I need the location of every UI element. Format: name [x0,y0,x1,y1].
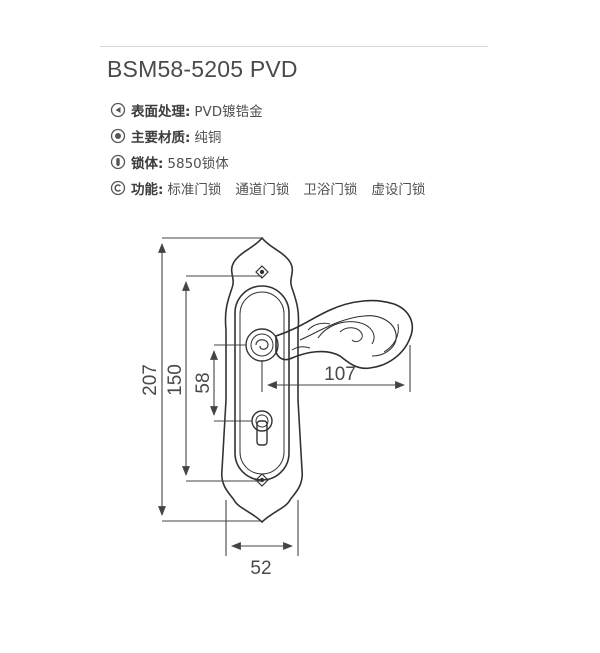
spec-lockbody-value: 5850锁体 [167,156,229,172]
product-title: BSM58-5205 PVD [107,56,298,82]
pill-circle-icon [110,154,126,170]
function-item: 通道门锁 [235,182,290,198]
dim-handle-to-cylinder [210,344,252,422]
spec-lockbody-label: 锁体: [131,156,164,172]
dim-plate-width-label: 52 [250,558,271,579]
handle-technical-drawing: 207 150 58 107 52 [140,236,414,579]
dim-overall-height-label: 207 [140,364,161,396]
spec-functions: 功能: 标准门锁 通道门锁 卫浴门锁 虚设门锁 [110,175,425,201]
decor-diamond-top [255,265,269,279]
dim-handle-to-cylinder-label: 58 [193,372,214,393]
target-circle-icon [110,128,126,144]
arrow-circle-icon [110,102,126,118]
dim-handle-length [261,345,411,392]
lever-handle [275,299,414,370]
function-item: 卫浴门锁 [303,182,358,198]
dim-plate-width [225,500,299,556]
spec-lockbody: 锁体: 5850锁体 [110,149,425,175]
function-item: 标准门锁 [167,182,222,198]
spec-list: 表面处理: PVD镀锆金 主要材质: 纯铜 锁体: 5850锁体 功能: 标准门… [110,97,425,201]
dim-overall-height [158,237,262,522]
spec-surface-value: PVD镀锆金 [194,104,263,120]
spec-surface-label: 表面处理: [131,104,191,120]
copyright-circle-icon [110,180,126,196]
spec-functions-label: 功能: [131,182,164,198]
spec-material: 主要材质: 纯铜 [110,123,425,149]
header-divider [100,46,488,47]
handle-rosette [245,328,279,362]
dim-hole-spacing-label: 150 [165,364,186,396]
spec-material-label: 主要材质: [131,130,191,146]
function-item: 虚设门锁 [371,182,426,198]
dim-handle-length-label: 107 [324,364,356,385]
cylinder-hole [251,410,273,446]
spec-material-value: 纯铜 [194,130,222,146]
spec-surface: 表面处理: PVD镀锆金 [110,97,425,123]
dim-hole-spacing [182,275,262,482]
